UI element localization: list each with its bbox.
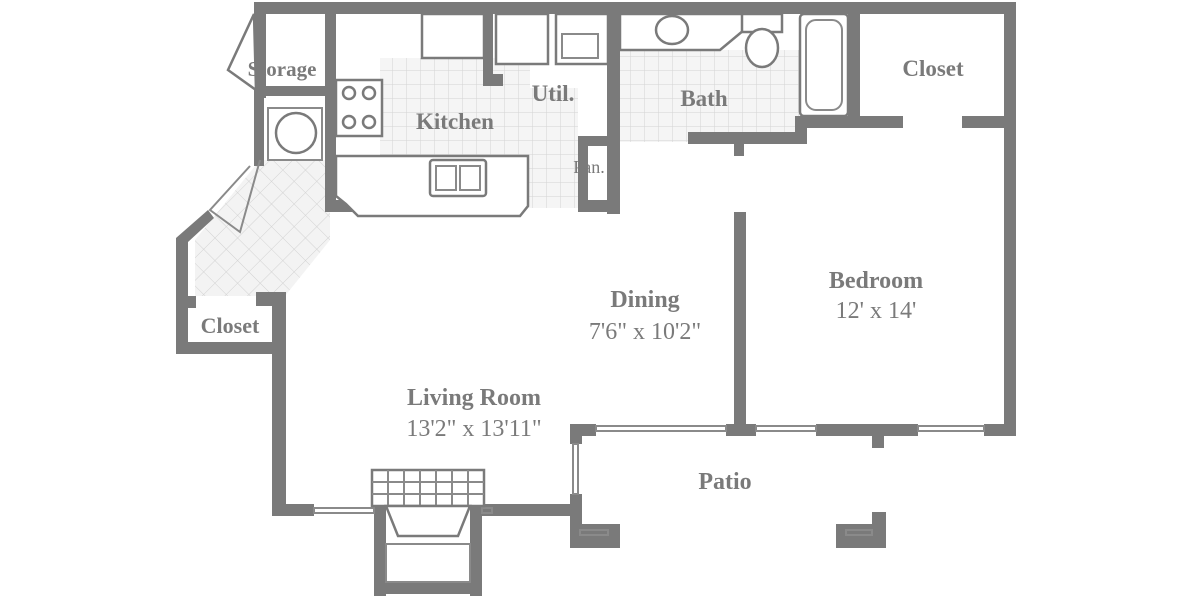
washer-icon [494, 12, 550, 66]
utility-fixtures [494, 12, 610, 66]
room-label-kitchen: Kitchen [416, 109, 494, 134]
tile-floors [195, 50, 800, 296]
room-label-closet-entry: Closet [201, 313, 260, 338]
room-size-bedroom: 12' x 14' [836, 298, 917, 324]
kitchen-fixtures [334, 12, 530, 218]
fireplace-icon [370, 468, 486, 583]
bath-fixtures [618, 12, 850, 118]
water-heater-icon [274, 111, 318, 155]
fridge-icon [420, 12, 486, 60]
room-label-closet-bedroom: Closet [902, 56, 964, 81]
stove-icon [334, 78, 384, 138]
sink-icon [428, 158, 488, 198]
room-label-dining: Dining [610, 287, 679, 313]
dryer-icon [554, 12, 610, 66]
room-label-pantry: Pan. [573, 157, 605, 177]
room-label-bath: Bath [680, 86, 728, 111]
walls [176, 2, 1016, 596]
toilet-icon [744, 27, 780, 69]
room-size-dining: 7'6" x 10'2" [589, 319, 701, 345]
room-size-living: 13'2" x 13'11" [406, 416, 541, 442]
room-label-patio: Patio [698, 469, 751, 495]
storage-door [226, 13, 258, 93]
bathtub-icon [798, 12, 850, 118]
entry-door-swing [208, 159, 261, 234]
lavatory-icon [654, 14, 690, 46]
room-label-utility: Util. [532, 81, 575, 106]
water-heater-closet [267, 107, 323, 161]
room-label-bedroom: Bedroom [829, 268, 923, 294]
room-label-living: Living Room [407, 385, 541, 411]
entry-tile [195, 160, 330, 296]
room-label-storage: Storage [248, 57, 317, 81]
